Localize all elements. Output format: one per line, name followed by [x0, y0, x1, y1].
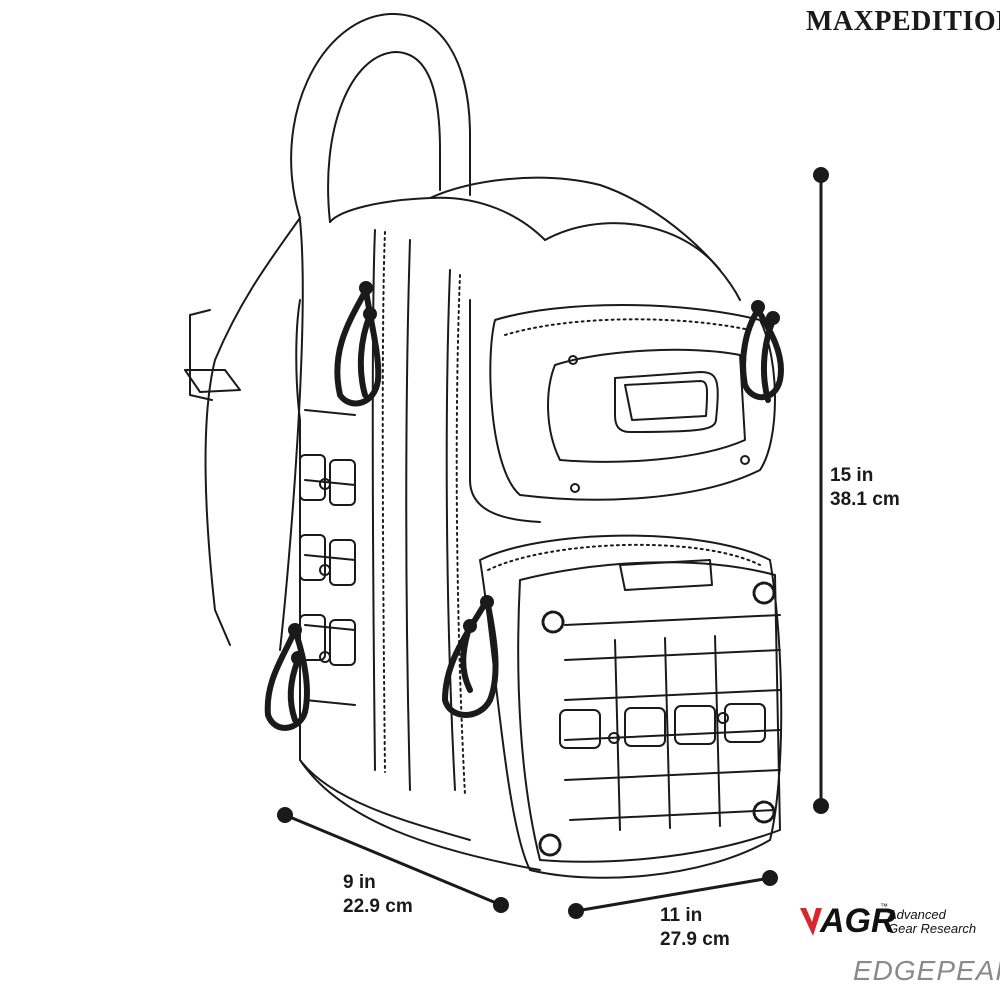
height-label: 15 in 38.1 cm [830, 464, 900, 512]
agr-line1: Advanced [888, 907, 946, 922]
brand-logo: MAXPEDITION [806, 6, 1000, 37]
agr-line2: Gear Research [888, 921, 977, 936]
depth-label: 9 in 22.9 cm [343, 871, 413, 919]
lower-pocket [479, 534, 783, 879]
agr-chevron-icon [800, 908, 822, 936]
molle-webbing [559, 614, 781, 831]
side-molle [299, 409, 356, 706]
width-label: 11 in 27.9 cm [660, 904, 730, 952]
height-imperial: 15 in [830, 465, 874, 486]
depth-imperial: 9 in [343, 872, 376, 893]
agr-subtitle: Advanced Gear Research [888, 908, 998, 936]
shoulder-strap [184, 12, 471, 651]
depth-metric: 22.9 cm [343, 896, 413, 917]
upper-pocket [489, 304, 776, 501]
zipper-pulls [264, 287, 784, 731]
measure-width [574, 876, 772, 913]
measure-endpoints [277, 167, 829, 919]
pack-body [295, 176, 741, 841]
width-metric: 27.9 cm [660, 929, 730, 950]
grommets [538, 581, 776, 857]
product-name: EDGEPEAK™ [853, 955, 1000, 987]
pack-base [299, 759, 541, 871]
width-imperial: 11 in [660, 905, 703, 926]
height-metric: 38.1 cm [830, 489, 900, 510]
measure-depth [283, 813, 503, 907]
agr-trademark: ™ [880, 902, 888, 911]
product-name-text: EDGEPEAK [853, 955, 1000, 986]
zipper-pull-tips [288, 281, 780, 665]
agr-logo-text: AGR [820, 902, 896, 940]
